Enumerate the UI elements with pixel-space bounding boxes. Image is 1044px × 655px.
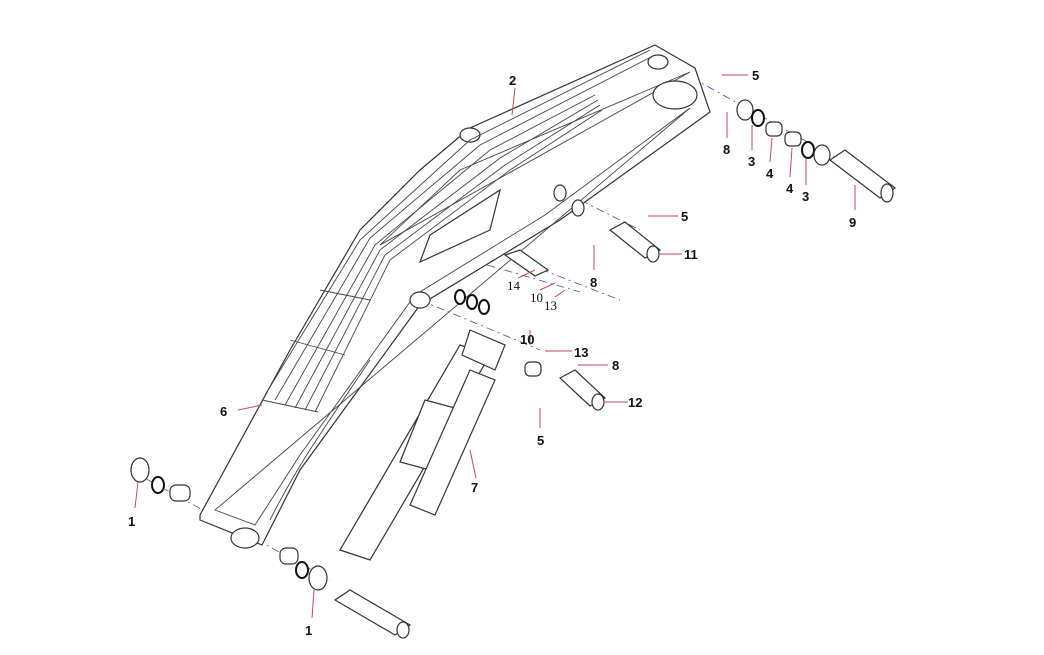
callout-6: 6 — [220, 404, 227, 419]
callout-14: 14 — [507, 278, 521, 293]
callout-4: 4 — [786, 181, 794, 196]
bushings-and-rings — [130, 99, 831, 591]
callout-5: 5 — [752, 68, 759, 83]
hydraulic-hoses — [261, 49, 656, 413]
callout-2: 2 — [509, 73, 516, 88]
callout-1: 1 — [128, 514, 135, 529]
callout-5: 5 — [681, 209, 688, 224]
callout-1: 1 — [305, 623, 312, 638]
callout-9: 9 — [849, 215, 856, 230]
boom-cylinder — [339, 329, 506, 561]
callout-13: 13 — [574, 345, 588, 360]
callout-10: 10 — [520, 332, 534, 347]
callout-11: 11 — [684, 247, 698, 262]
callout-4: 4 — [766, 166, 774, 181]
callout-labels: 1 1 2 3 3 4 4 5 5 5 6 7 8 8 8 9 10 10 11… — [128, 68, 856, 638]
callout-5: 5 — [537, 433, 544, 448]
pins — [333, 149, 897, 639]
callout-8: 8 — [590, 275, 597, 290]
callout-12: 12 — [628, 395, 642, 410]
callout-7: 7 — [471, 480, 478, 495]
callout-leaders — [134, 74, 856, 619]
callout-10: 10 — [530, 290, 543, 305]
callout-8: 8 — [723, 142, 730, 157]
callout-3: 3 — [748, 154, 755, 169]
boom — [199, 44, 711, 549]
callout-8: 8 — [612, 358, 619, 373]
callout-13: 13 — [544, 298, 557, 313]
callout-3: 3 — [802, 189, 809, 204]
